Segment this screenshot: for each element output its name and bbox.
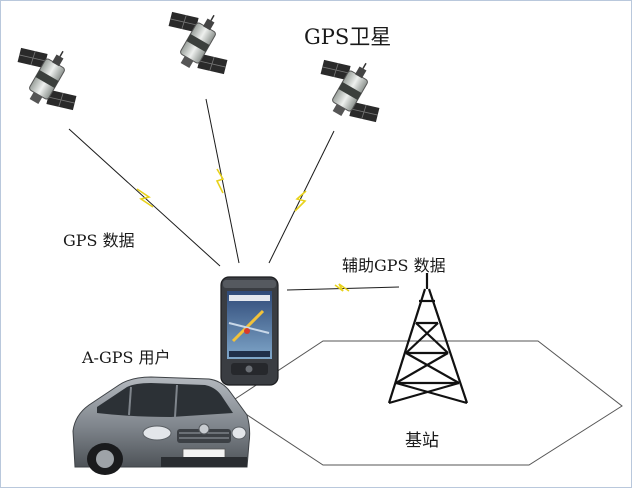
agps-user-label: A-GPS 用户 [82,348,171,367]
assist-data-label: 辅助GPS 数据 [342,256,446,275]
base-station-label: 基站 [405,431,439,451]
car-icon [72,376,251,475]
satellite-icon-3 [303,43,400,134]
satellite-icon-1 [1,31,97,122]
base-station-tower-icon [387,273,469,405]
coverage-area-hexagon [228,340,623,466]
satellite-icon-2 [151,1,248,86]
gps-data-label: GPS 数据 [63,231,135,250]
signal-line-satellite-2 [205,98,240,264]
satellites-label: GPS卫星 [304,25,392,49]
signal-line-satellite-1 [68,128,221,267]
smartphone-icon [220,276,279,386]
signal-line-satellite-3 [268,130,335,264]
signal-line-assist [286,283,400,292]
